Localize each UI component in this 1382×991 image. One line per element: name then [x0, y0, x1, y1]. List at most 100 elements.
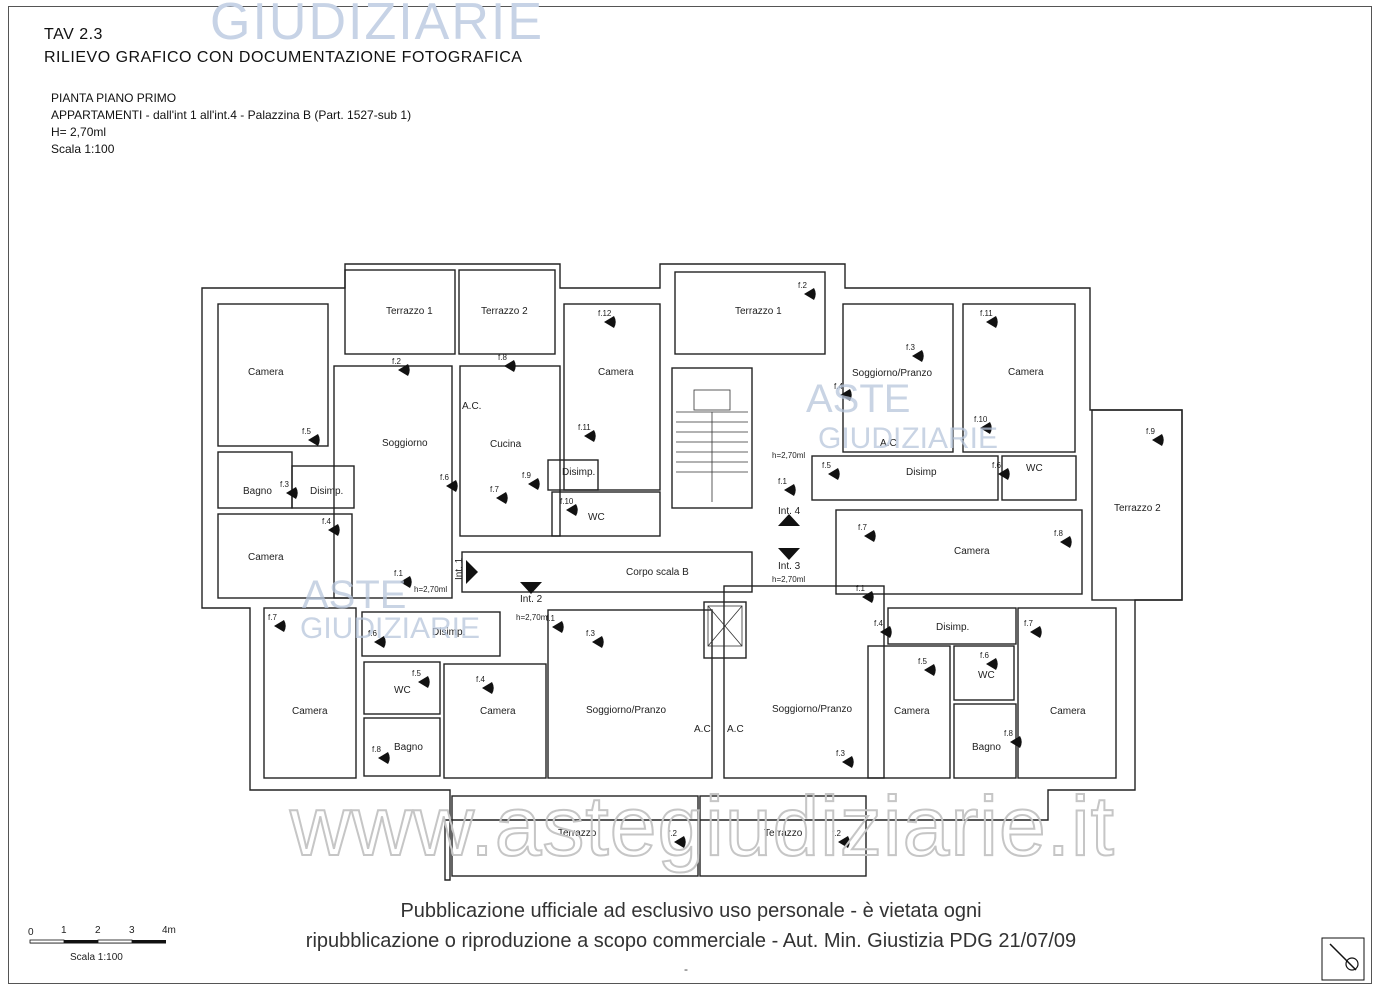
sheet-title: TAV 2.3 — [44, 26, 103, 43]
wall-camera-tc — [563, 303, 661, 491]
wall-soggiorno-bl — [547, 609, 713, 779]
photo-marker: f.5 — [918, 657, 936, 676]
photo-marker: f.4 — [874, 619, 892, 638]
wall-terrazzo-right — [674, 271, 826, 355]
wall-camera-bl2 — [443, 663, 547, 779]
photo-marker: f.5 — [412, 669, 430, 688]
photo-marker-label: f.12 — [598, 309, 612, 318]
wall-wc-r — [1001, 455, 1077, 501]
room-wc-c: WC — [588, 512, 605, 523]
photo-marker-label: f.10 — [560, 497, 574, 506]
photo-marker: f.7 — [858, 523, 876, 542]
wall-terrazzo-left — [344, 269, 456, 355]
photo-marker: f.4 — [322, 517, 340, 536]
watermark-aste-left: ASTE — [302, 573, 406, 617]
room-corpo-scala: Corpo scala B — [626, 567, 689, 578]
wall-soggiorno-tr — [842, 303, 954, 453]
room-camera-mr: Camera — [954, 546, 990, 557]
photo-marker: f.6 — [980, 651, 998, 670]
stair-treads — [676, 389, 748, 502]
room-terrazzo1-right: Terrazzo 1 — [735, 306, 782, 317]
wall-wc-c — [551, 491, 661, 537]
photo-marker-label: f.10 — [974, 415, 988, 424]
photo-marker-label: f.7 — [268, 613, 277, 622]
photo-marker: f.2 — [668, 829, 686, 848]
wall-camera-bl — [263, 607, 357, 779]
photo-marker: f.6 — [992, 461, 1010, 480]
wall-terrazzo-left2 — [458, 269, 556, 355]
wall-disimp-br — [887, 607, 1017, 645]
room-wc-bl: WC — [394, 685, 411, 696]
room-camera-ml: Camera — [248, 552, 284, 563]
scale-tick-0: 0 — [28, 927, 34, 938]
wall-disimp-c — [547, 459, 599, 491]
wall-corpo-scala — [461, 551, 753, 593]
height-int1: h=2,70ml — [414, 585, 447, 594]
room-disimp-c: Disimp. — [562, 467, 595, 478]
photo-marker-label: f.9 — [522, 471, 531, 480]
room-camera-tr: Camera — [1008, 367, 1044, 378]
watermark-giudiziarie-right: GIUDIZIARIE — [818, 422, 998, 455]
wall-disimp-l — [291, 465, 355, 509]
photo-marker: f.10 — [974, 415, 992, 434]
photo-marker-label: f.3 — [906, 343, 915, 352]
wall-stair — [671, 367, 753, 509]
unit-int2: Int. 2 — [520, 594, 543, 605]
wall-bagno-br — [953, 703, 1017, 779]
photo-marker: f.1 — [394, 569, 412, 588]
wall-bagno-bl — [363, 717, 441, 777]
photo-marker-label: f.5 — [822, 461, 831, 470]
scale-tick-1: 1 — [61, 925, 67, 936]
photo-marker: f.2 — [832, 829, 850, 848]
photo-marker: f.4 — [834, 382, 852, 401]
photo-marker-label: f.7 — [490, 485, 499, 494]
photo-marker-label: f.3 — [836, 749, 845, 758]
room-disimp-r: Disimp — [906, 467, 937, 478]
room-disimp-l: Disimp. — [310, 486, 343, 497]
wall-terrazzo-br — [699, 795, 867, 877]
photo-marker-label: f.5 — [412, 669, 421, 678]
photo-marker: f.6 — [368, 629, 386, 648]
unit-int4: Int. 4 — [778, 506, 801, 517]
photo-marker-label: f.4 — [476, 675, 485, 684]
logo-stamp — [1321, 937, 1365, 981]
room-wc-r: WC — [1026, 463, 1043, 474]
unit-int1: Int. 1 — [454, 557, 465, 580]
photo-marker-label: f.1 — [546, 614, 555, 623]
room-camera-tc: Camera — [598, 367, 634, 378]
photo-marker: f.2 — [392, 357, 410, 376]
photo-marker-label: f.11 — [980, 309, 993, 318]
unit-entry-markers — [466, 514, 800, 594]
photo-marker-label: f.2 — [668, 829, 677, 838]
drawing-frame — [8, 6, 1372, 984]
photo-marker-label: f.5 — [302, 427, 311, 436]
scale-tick-4: 4m — [162, 925, 176, 936]
wall-wc-br — [953, 645, 1015, 701]
photo-marker-label: f.1 — [394, 569, 403, 578]
room-soggiorno: Soggiorno — [382, 438, 428, 449]
photo-marker-label: f.9 — [1146, 427, 1155, 436]
room-terrazzo-bl: Terrazzo — [558, 828, 597, 839]
wall-soggiorno — [333, 365, 453, 599]
photo-marker: f.3 — [836, 749, 854, 768]
watermark-website: www.astegiudiziarie.it — [289, 779, 1115, 873]
wall-disimp-bl — [361, 611, 501, 657]
photo-marker: f.10 — [560, 497, 578, 516]
photo-marker: f.7 — [1024, 619, 1042, 638]
height-int2: h=2,70ml — [516, 613, 549, 622]
room-ac-2: A.C — [880, 438, 897, 449]
photo-marker: f.1 — [778, 477, 796, 496]
photo-marker: f.11 — [980, 309, 998, 328]
wall-terrazzo-bl — [451, 795, 699, 877]
photo-marker-label: f.11 — [578, 423, 591, 432]
photo-marker: f.7 — [268, 613, 286, 632]
room-camera-br2: Camera — [1050, 706, 1086, 717]
photo-marker-label: f.1 — [856, 584, 865, 593]
photo-marker-label: f.4 — [322, 517, 331, 526]
room-terrazzo2-right: Terrazzo 2 — [1114, 503, 1161, 514]
photo-marker-label: f.6 — [368, 629, 377, 638]
watermark-giudiziarie-left: GIUDIZIARIE — [300, 612, 480, 645]
room-soggiorno-pranzo-tr: Soggiorno/Pranzo — [852, 368, 932, 379]
